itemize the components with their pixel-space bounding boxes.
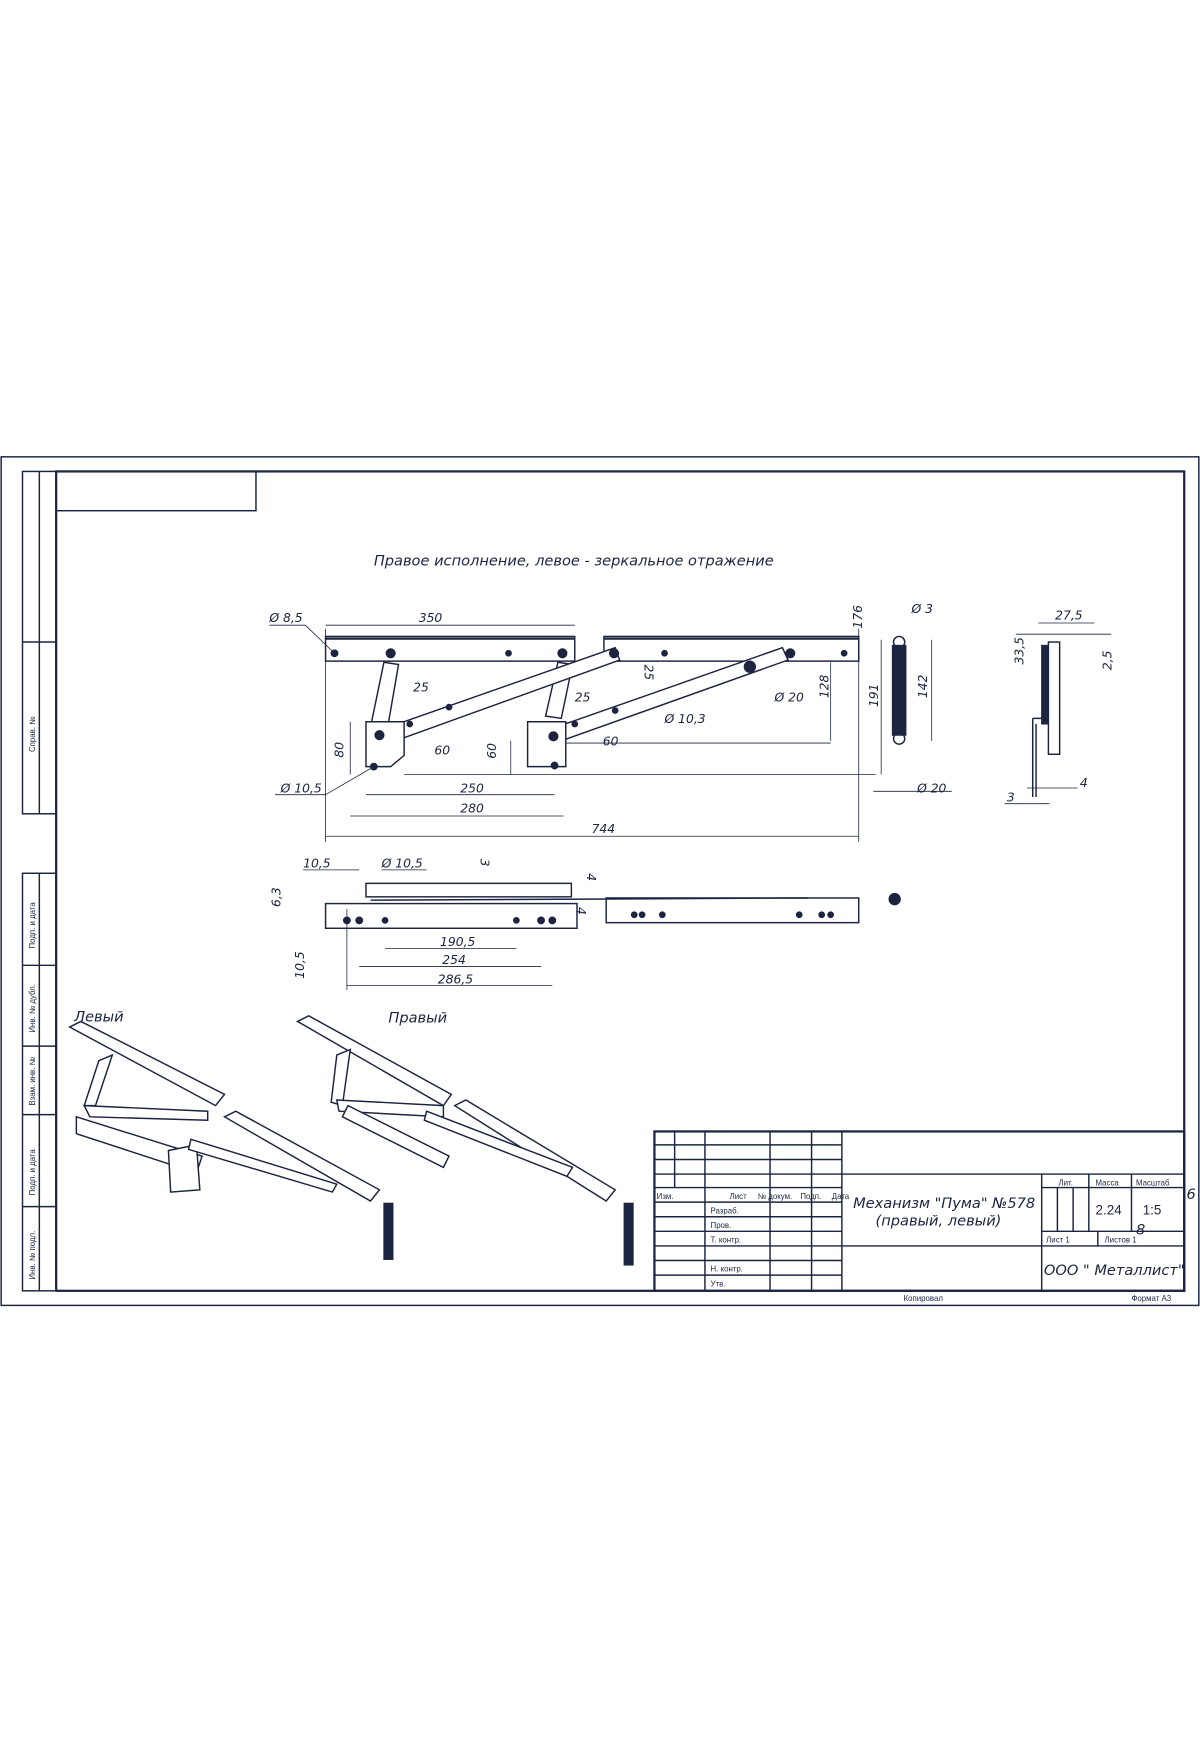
- dimension-label: 60: [434, 743, 450, 757]
- dimension-label: Ø 10,5: [381, 857, 423, 871]
- dimension-label: 4: [1080, 776, 1088, 790]
- dimension-label: Ø 10,3: [664, 712, 706, 726]
- dimension-label: 4: [584, 873, 598, 881]
- sheet-outer-border: [0, 456, 1200, 1307]
- dimension-label: 3: [1007, 790, 1015, 804]
- dimension-label: Ø 20: [916, 781, 946, 795]
- strip-label: Подп. и дата: [28, 1149, 37, 1196]
- dimension-label: Ø 20: [774, 691, 804, 705]
- scale-handwritten-note: 6: [1186, 1186, 1195, 1203]
- top-view: [269, 624, 952, 842]
- isometric-right-mechanism: [295, 1014, 634, 1266]
- dimension-label: 190,5: [440, 935, 475, 949]
- strip-label: Справ. №: [28, 716, 37, 752]
- dimension-label: 10,5: [293, 951, 307, 979]
- dimension-label: 2,5: [1100, 650, 1114, 670]
- dimension-label: 3: [477, 859, 491, 867]
- role-label: Пров.: [711, 1221, 732, 1230]
- view-label-right: Правый: [388, 1010, 447, 1027]
- isometric-left-mechanism: [68, 1020, 394, 1260]
- organization-name: ООО " Металлист": [1044, 1262, 1185, 1279]
- dimension-label: 33,5: [1013, 637, 1027, 665]
- dimension-label: 280: [460, 802, 484, 816]
- dimension-label: 350: [419, 611, 443, 625]
- view-label-left: Левый: [73, 1008, 124, 1025]
- product-variant: (правый, левый): [876, 1213, 1002, 1230]
- dimension-label: 250: [460, 781, 484, 795]
- dimension-label: 142: [916, 674, 930, 698]
- col-header-doc: № докум.: [758, 1192, 792, 1201]
- copied-label: Копировал: [904, 1294, 944, 1303]
- strip-label: Взам. инв. №: [28, 1056, 37, 1105]
- dimension-label: 25: [575, 691, 591, 705]
- dimension-label: 10,5: [303, 857, 331, 871]
- dimension-label: 254: [442, 953, 466, 967]
- dimension-label: 27,5: [1055, 609, 1083, 623]
- drawing-heading: Правое исполнение, левое - зеркальное от…: [374, 553, 774, 570]
- col-header-izm: Изм.: [657, 1192, 674, 1201]
- col-header-date: Дата: [832, 1192, 850, 1201]
- mass-value: 2.24: [1096, 1202, 1123, 1217]
- dimension-label: Ø 3: [910, 602, 933, 616]
- front-view: 10,5 Ø 10,5 3 4 6,3 4 10,5 190,5 254 286…: [270, 857, 901, 990]
- dimension-label: Ø 10,5: [280, 781, 322, 795]
- dimension-label: 6,3: [270, 887, 284, 907]
- strip-label: Подп. и дата: [28, 902, 37, 949]
- scale-label: Масштаб: [1136, 1178, 1170, 1187]
- dimension-label: 176: [851, 605, 865, 629]
- side-strip: Справ. № Подп. и дата Инв. № дубл. Взам.…: [21, 470, 57, 1292]
- title-block: Изм. Лист № докум. Подп. Дата Разраб. Пр…: [653, 1130, 1196, 1292]
- dimension-label: 744: [592, 822, 616, 836]
- drawing-frame: [55, 470, 1186, 1292]
- strip-label: Инв. № подл.: [28, 1231, 37, 1280]
- top-view-dimensions: Ø 8,5 350 176 Ø 3 25 25 25 Ø 10,3 Ø 20 1…: [268, 602, 946, 836]
- dimension-label: 25: [641, 664, 655, 680]
- mass-label: Масса: [1096, 1178, 1120, 1187]
- dimension-label: 4: [574, 907, 588, 915]
- lit-label: Лит.: [1059, 1178, 1073, 1187]
- side-view: 27,5 33,5 2,5 4 3: [1004, 609, 1114, 804]
- dimension-label: 25: [413, 680, 429, 694]
- dimension-label: 60: [603, 734, 619, 748]
- dimension-label: 286,5: [438, 972, 473, 986]
- sheet-number: Лист 1: [1046, 1236, 1070, 1245]
- col-header-sign: Подп.: [800, 1192, 821, 1201]
- dimension-label: 191: [867, 684, 881, 708]
- role-label: Утв.: [711, 1279, 726, 1288]
- scale-value: 1:5: [1143, 1202, 1162, 1217]
- sheets-total: Листов 1: [1105, 1236, 1137, 1245]
- dimension-label: 80: [333, 742, 347, 758]
- col-header-list: Лист: [730, 1192, 747, 1201]
- role-label: Разраб.: [711, 1206, 739, 1215]
- scale-handwritten-note: 8: [1136, 1222, 1145, 1239]
- product-name: Механизм "Пума" №578: [853, 1195, 1035, 1212]
- role-label: Т. контр.: [711, 1236, 742, 1245]
- dimension-label: 60: [485, 743, 499, 759]
- dimension-label: 128: [817, 674, 831, 698]
- dimension-label: Ø 8,5: [268, 611, 302, 625]
- role-label: Н. контр.: [711, 1265, 743, 1274]
- format-label: Формат А3: [1131, 1294, 1171, 1303]
- strip-label: Инв. № дубл.: [28, 984, 37, 1033]
- top-left-box: [55, 470, 257, 512]
